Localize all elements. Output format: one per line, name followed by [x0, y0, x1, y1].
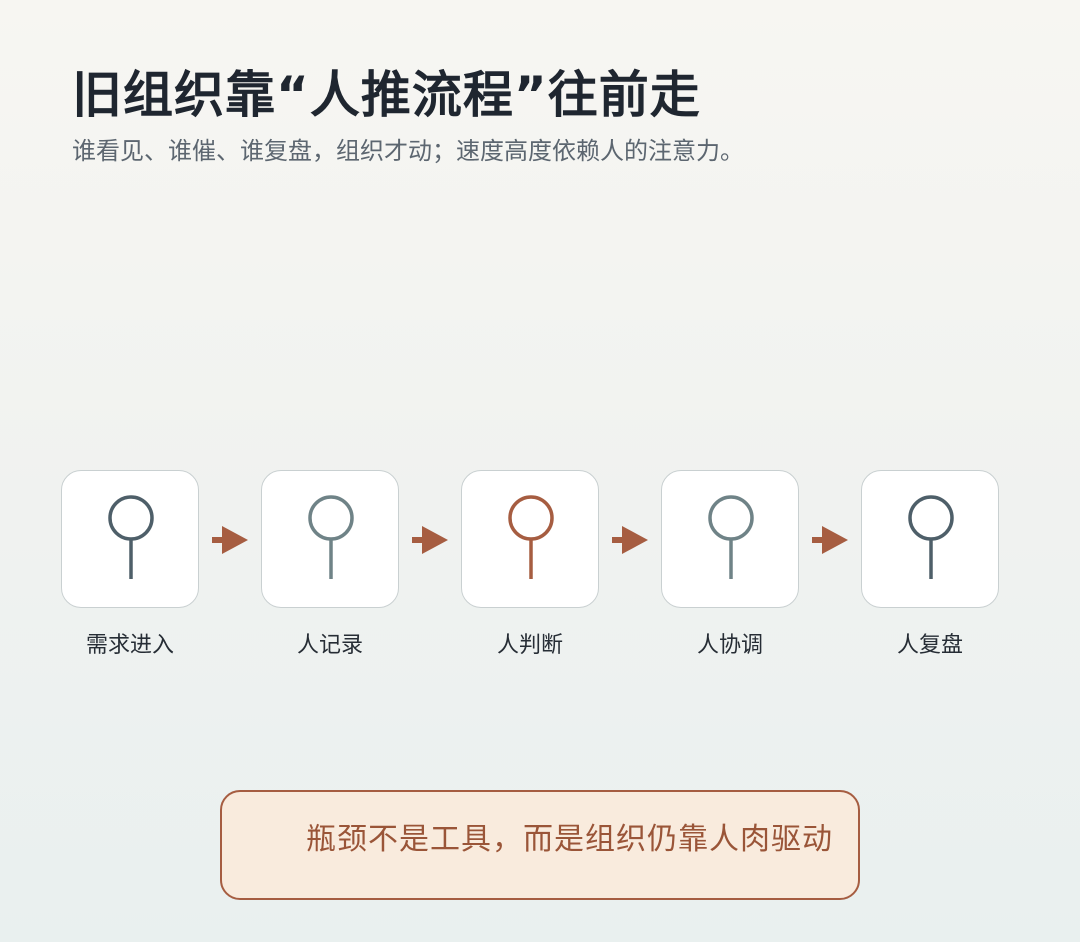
flow-step-judge: 人判断 [461, 470, 601, 670]
person-pin-icon [508, 495, 554, 579]
arrow-right-icon [412, 526, 448, 554]
step-label: 人复盘 [896, 633, 963, 658]
arrow-right-icon [212, 526, 248, 554]
step-label: 人协调 [696, 633, 763, 658]
step-card [861, 470, 999, 608]
process-flow: 需求进入 人记录 人判断 [0, 470, 1080, 670]
flow-step-coordinate: 人协调 [661, 470, 801, 670]
person-pin-icon [908, 495, 954, 579]
step-label: 人记录 [296, 633, 363, 658]
step-card [261, 470, 399, 608]
flow-step-record: 人记录 [261, 470, 401, 670]
person-pin-icon [108, 495, 154, 579]
bottleneck-callout: 瓶颈不是工具，而是组织仍靠人肉驱动 [220, 790, 860, 900]
flow-step-demand-input: 需求进入 [61, 470, 201, 670]
step-label: 需求进入 [85, 633, 174, 658]
person-pin-icon [308, 495, 354, 579]
step-card [61, 470, 199, 608]
step-label: 人判断 [496, 633, 563, 658]
step-card [461, 470, 599, 608]
step-card [661, 470, 799, 608]
arrow-right-icon [812, 526, 848, 554]
flow-step-review: 人复盘 [861, 470, 1001, 670]
arrow-right-icon [612, 526, 648, 554]
callout-text: 瓶颈不是工具，而是组织仍靠人肉驱动 [306, 822, 833, 857]
page-subtitle: 谁看见、谁催、谁复盘，组织才动；速度高度依赖人的注意力。 [72, 137, 744, 165]
person-pin-icon [708, 495, 754, 579]
page-title: 旧组织靠“人推流程”往前走 [72, 66, 701, 124]
